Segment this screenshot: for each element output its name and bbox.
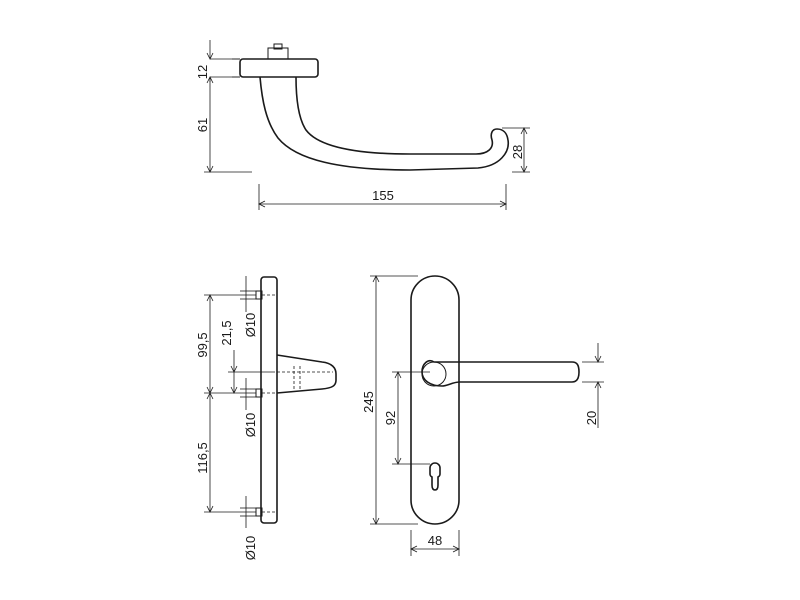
dim-hole-spacing-upper: 21,5: [219, 320, 234, 345]
arrow: [372, 275, 380, 283]
plate-front: [410, 275, 460, 525]
arrow: [452, 545, 460, 553]
dim-grip-height: 28: [510, 145, 525, 159]
dim-plate-width: 48: [428, 533, 442, 548]
spindle-stub: [267, 47, 289, 60]
dim-upper-span: 99,5: [195, 332, 210, 357]
arrow: [206, 52, 214, 60]
arrow: [372, 517, 380, 525]
side-view: Ø10 Ø10 Ø10 21,5 99,5 116,5: [195, 276, 337, 561]
arrow: [410, 545, 418, 553]
arrow: [594, 355, 602, 363]
arrow: [206, 505, 214, 513]
arrow: [230, 365, 238, 373]
arrow: [258, 200, 266, 208]
arrow: [206, 392, 214, 400]
dim-center-distance: 92: [383, 411, 398, 425]
arrow: [499, 200, 507, 208]
dim-rose-height: 12: [195, 65, 210, 79]
arrow: [594, 381, 602, 389]
rose-front: [421, 361, 447, 387]
front-view: 245 92 20 48: [361, 275, 604, 556]
dim-lower-span: 116,5: [195, 442, 210, 474]
dim-hole-bottom: Ø10: [243, 536, 258, 561]
arrow: [394, 371, 402, 379]
arrow: [206, 165, 214, 173]
lever-body-top: [259, 76, 509, 171]
dim-hole-mid: Ø10: [243, 413, 258, 438]
dim-lever-length: 155: [372, 188, 394, 203]
dim-lever-width: 20: [584, 411, 599, 425]
dim-plate-height: 245: [361, 391, 376, 413]
top-view: 12 61 28 155: [195, 40, 530, 210]
lever-stub-side: [276, 354, 337, 394]
plate-profile: [260, 276, 278, 524]
spindle-cap: [273, 43, 283, 50]
dim-hole-top: Ø10: [243, 313, 258, 338]
arrow: [520, 165, 528, 173]
rose-outline: [239, 58, 319, 78]
arrow: [520, 127, 528, 135]
keyhole: [429, 462, 441, 491]
arrow: [206, 294, 214, 302]
arrow: [206, 76, 214, 84]
arrow: [394, 457, 402, 465]
dim-lever-drop: 61: [195, 118, 210, 132]
